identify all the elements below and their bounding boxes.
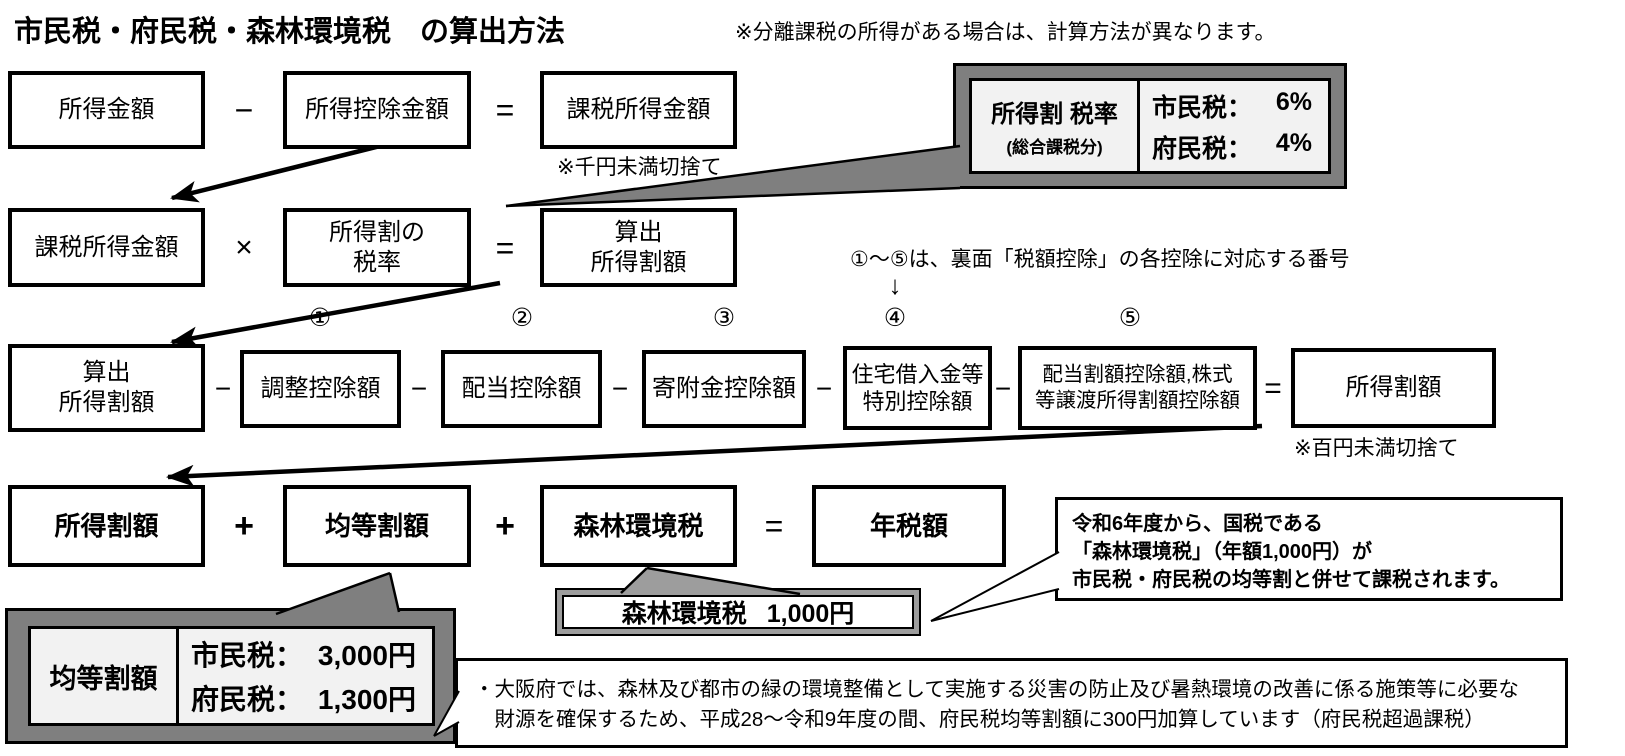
minus-operator-row3-2: − — [410, 373, 428, 404]
flow-arrow-row1-to-row2 — [170, 138, 401, 203]
separate-taxation-note: ※分離課税の所得がある場合は、計算方法が異なります。 — [735, 21, 1276, 44]
round-down-100yen-note: ※百円未満切捨て — [1294, 437, 1459, 460]
prefectural-levy-label: 府民税： — [191, 684, 304, 715]
income-rate-values: 市民税： 6% 府民税： 4% — [1140, 81, 1328, 171]
box-annual-tax: 年税額 — [812, 485, 1006, 567]
circled-number-3: ③ — [712, 304, 736, 332]
plus-operator-row4-1: + — [234, 506, 254, 545]
page-title: 市民税・府民税・森林環境税 の算出方法 — [14, 16, 566, 48]
box-taxable-income-2: 課税所得金額 — [8, 208, 205, 287]
down-arrow-icon: ↓ — [888, 270, 902, 300]
box-income-deduction: 所得控除金額 — [283, 71, 471, 149]
box-income-levy-2: 所得割額 — [8, 485, 205, 567]
minus-operator-row3-1: − — [214, 373, 232, 404]
prefectural-levy-value: 1,300円 — [317, 684, 416, 715]
per-capita-levy-panel: 均等割額 市民税： 3,000円 府民税： 1,300円 — [28, 626, 435, 726]
box-forest-environment-tax: 森林環境税 — [540, 485, 737, 567]
forest-tax-amount-value: 1,000円 — [766, 600, 855, 628]
box-donation-deduction: 寄附金控除額 — [642, 350, 806, 428]
income-rate-panel: 所得割 税率 (総合課税分) 市民税： 6% 府民税： 4% — [969, 78, 1331, 174]
minus-operator-row3-5: − — [994, 373, 1012, 404]
circled-number-4: ④ — [883, 304, 907, 332]
equals-operator-row4: = — [764, 507, 784, 544]
minus-operator-row3-3: − — [611, 373, 629, 404]
prefectural-levy-row: 府民税： 1,300円 — [191, 678, 416, 718]
box-calculated-income-levy-2: 算出 所得割額 — [8, 344, 205, 432]
circled-number-5: ⑤ — [1118, 304, 1142, 332]
round-down-1000yen-note: ※千円未満切捨て — [557, 156, 722, 179]
box-taxable-income: 課税所得金額 — [540, 71, 737, 149]
municipal-rate-label: 市民税： — [1152, 93, 1253, 122]
prefectural-rate-value: 4% — [1275, 128, 1312, 157]
equals-operator-row3: = — [1264, 372, 1282, 405]
equals-operator-row2: = — [495, 229, 515, 266]
equals-operator-row1: = — [495, 91, 515, 128]
per-capita-levy-values: 市民税： 3,000円 府民税： 1,300円 — [179, 629, 432, 723]
income-rate-subtitle: (総合課税分) — [1006, 138, 1103, 157]
municipal-rate-row: 市民税： 6% — [1152, 88, 1312, 124]
box-dividend-transfer-levy-deduction: 配当割額控除額,株式 等譲渡所得割額控除額 — [1018, 346, 1257, 430]
income-rate-title: 所得割 税率 — [991, 101, 1118, 128]
prefectural-rate-label: 府民税： — [1152, 134, 1253, 163]
box-housing-loan-deduction: 住宅借入金等 特別控除額 — [843, 346, 992, 430]
flow-arrow-row3-to-row4 — [166, 423, 1263, 487]
times-operator-row2: × — [235, 231, 253, 264]
osaka-note-line2: 財源を確保するため、平成28～令和9年度の間、府民税均等割額に300円加算してい… — [474, 707, 1485, 731]
osaka-surtax-note: ・大阪府では、森林及び都市の緑の環境整備として実施する災害の防止及び暑熱環境の改… — [455, 658, 1568, 748]
circled-number-2: ② — [510, 304, 534, 332]
tax-credit-legend-note: ①～⑤は、裏面「税額控除」の各控除に対応する番号 — [850, 248, 1350, 271]
municipal-rate-value: 6% — [1275, 87, 1312, 116]
box-calculated-income-levy: 算出 所得割額 — [540, 208, 737, 287]
forest-note-line2: 「森林環境税」（年額1,000円）が — [1072, 541, 1373, 563]
forest-tax-national-note: 令和6年度から、国税である 「森林環境税」（年額1,000円）が 市民税・府民税… — [1055, 497, 1563, 601]
prefectural-rate-row: 府民税： 4% — [1152, 129, 1312, 165]
forest-tax-amount-callout: 森林環境税 1,000円 — [555, 588, 921, 636]
forest-note-line3: 市民税・府民税の均等割と併せて課税されます。 — [1072, 569, 1510, 591]
forest-tax-amount-panel: 森林環境税 1,000円 — [562, 595, 914, 629]
income-rate-header: 所得割 税率 (総合課税分) — [972, 81, 1140, 171]
box-adjustment-deduction: 調整控除額 — [240, 350, 401, 428]
municipal-levy-label: 市民税： — [191, 640, 304, 671]
box-per-capita-levy: 均等割額 — [283, 485, 471, 567]
income-rate-callout: 所得割 税率 (総合課税分) 市民税： 6% 府民税： 4% — [953, 63, 1347, 189]
circled-number-1: ① — [308, 304, 332, 332]
municipal-levy-row: 市民税： 3,000円 — [191, 634, 416, 674]
plus-operator-row4-2: + — [495, 506, 515, 545]
forest-tax-amount-label: 森林環境税 — [621, 600, 747, 628]
box-dividend-deduction: 配当控除額 — [441, 350, 602, 428]
municipal-levy-value: 3,000円 — [317, 640, 416, 671]
forest-note-line1: 令和6年度から、国税である — [1072, 513, 1323, 535]
per-capita-levy-label: 均等割額 — [31, 629, 179, 723]
minus-operator-row3-4: − — [815, 373, 833, 404]
minus-operator-row1: − — [234, 91, 254, 128]
box-income-levy: 所得割額 — [1291, 348, 1496, 428]
box-income-levy-rate: 所得割の 税率 — [283, 208, 471, 287]
box-income-amount: 所得金額 — [8, 71, 205, 149]
per-capita-levy-callout: 均等割額 市民税： 3,000円 府民税： 1,300円 — [5, 608, 456, 744]
osaka-note-line1: ・大阪府では、森林及び都市の緑の環境整備として実施する災害の防止及び暑熱環境の改… — [474, 678, 1519, 701]
